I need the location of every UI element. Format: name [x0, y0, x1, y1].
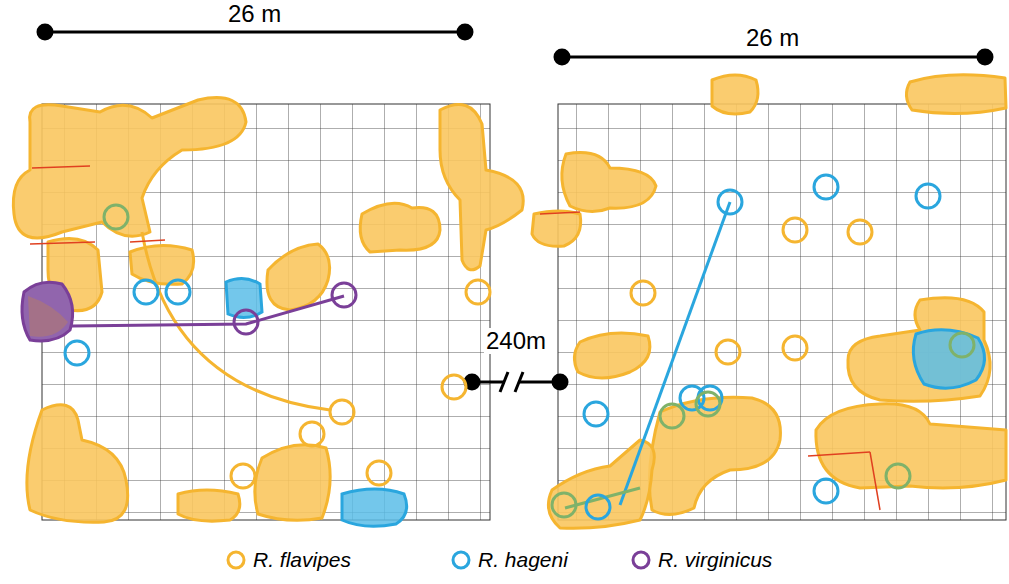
legend-swatch	[450, 549, 472, 571]
flavipes-area	[13, 75, 1006, 529]
legend-text: R. flavipes	[253, 548, 351, 572]
dimension-label: 26 m	[228, 2, 281, 26]
legend-text: R. virginicus	[658, 548, 772, 572]
flavipes-trail	[142, 232, 330, 410]
hageni-trail	[620, 202, 730, 505]
distance-bar	[465, 372, 567, 392]
legend-item: R. hageni	[450, 548, 568, 572]
virginicus-area	[22, 282, 73, 341]
hageni-area	[226, 278, 985, 526]
distance-label: 240m	[484, 328, 548, 354]
legend-item: R. virginicus	[630, 548, 772, 572]
virginicus-trail	[72, 296, 344, 326]
bait-station	[65, 175, 974, 519]
scale-bar	[38, 25, 992, 64]
legend-item: R. flavipes	[225, 548, 351, 572]
legend-swatch	[225, 549, 247, 571]
dimension-label: 26 m	[746, 26, 799, 50]
legend-swatch	[630, 549, 652, 571]
mark	[30, 166, 880, 510]
legend-text: R. hageni	[478, 548, 568, 572]
